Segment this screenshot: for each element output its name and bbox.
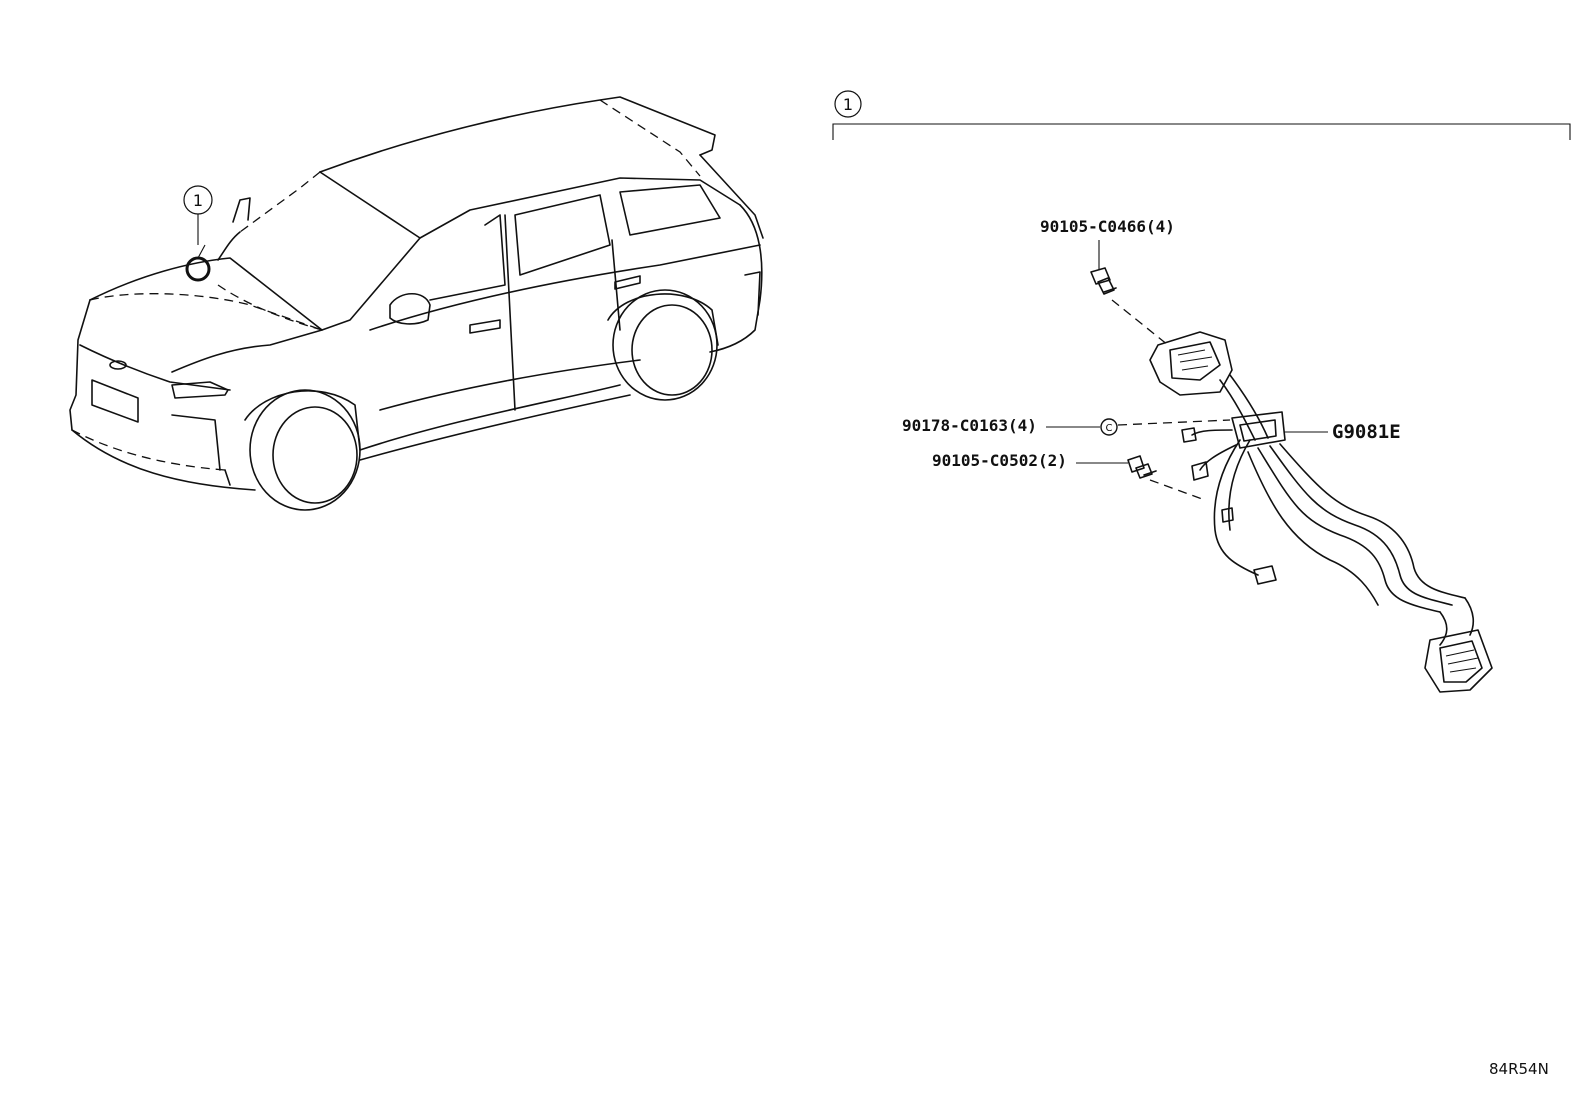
part-number-bolt-top[interactable]: 90105-C0466(4) <box>1040 217 1175 236</box>
part-number-harness[interactable]: G9081E <box>1332 421 1401 443</box>
vehicle-location-marker <box>185 214 211 282</box>
bolt-bottom-icon <box>1127 455 1157 479</box>
charge-inlet-harness-icon <box>1149 331 1493 693</box>
vehicle-outline <box>69 96 764 511</box>
group-bracket <box>832 123 1571 140</box>
diagram-code: 84R54N <box>1489 1060 1549 1078</box>
car-callout[interactable]: 1 <box>183 185 213 215</box>
part-number-bolt-bottom[interactable]: 90105-C0502(2) <box>932 451 1067 470</box>
bolt-top-icon <box>1090 240 1117 295</box>
group-callout-number: 1 <box>843 95 853 114</box>
clip-symbol: C <box>1106 423 1113 434</box>
car-callout-number: 1 <box>193 191 203 210</box>
clip-icon: C <box>1100 418 1118 436</box>
part-number-clip[interactable]: 90178-C0163(4) <box>902 416 1037 435</box>
group-callout[interactable]: 1 <box>834 90 862 118</box>
